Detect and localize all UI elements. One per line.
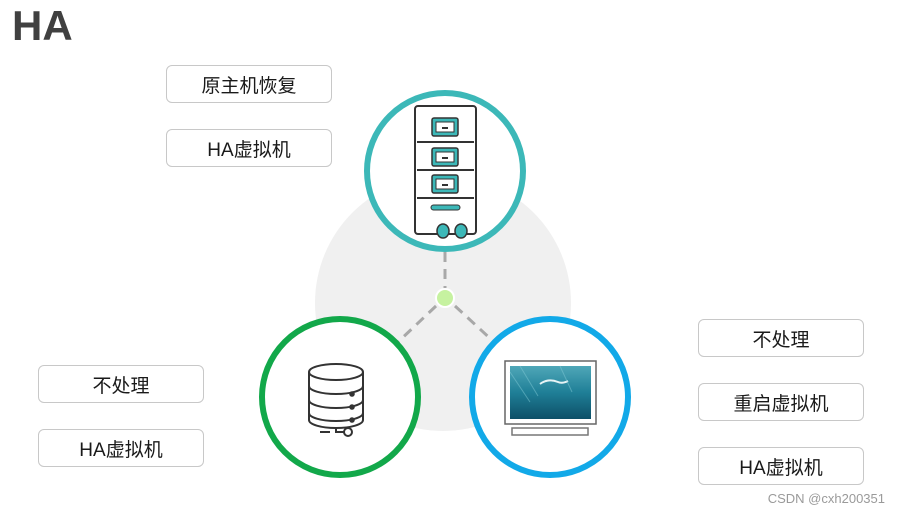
connector-monitor (453, 304, 496, 344)
connector-storage (396, 304, 438, 344)
monitor-label-restart-vm: 重启虚拟机 (698, 383, 864, 421)
page-title: HA (12, 2, 73, 49)
database-icon (308, 363, 364, 437)
hub-node (435, 288, 455, 308)
monitor-icon (504, 360, 597, 436)
server-label-restore: 原主机恢复 (166, 65, 332, 103)
server-label-ha-vm: HA虚拟机 (166, 129, 332, 167)
storage-label-ha-vm: HA虚拟机 (38, 429, 204, 467)
monitor-label-no-action: 不处理 (698, 319, 864, 357)
storage-label-no-action: 不处理 (38, 365, 204, 403)
connectors (396, 252, 496, 344)
server-rack-icon (414, 105, 477, 239)
monitor-label-ha-vm: HA虚拟机 (698, 447, 864, 485)
watermark: CSDN @cxh200351 (767, 491, 885, 506)
